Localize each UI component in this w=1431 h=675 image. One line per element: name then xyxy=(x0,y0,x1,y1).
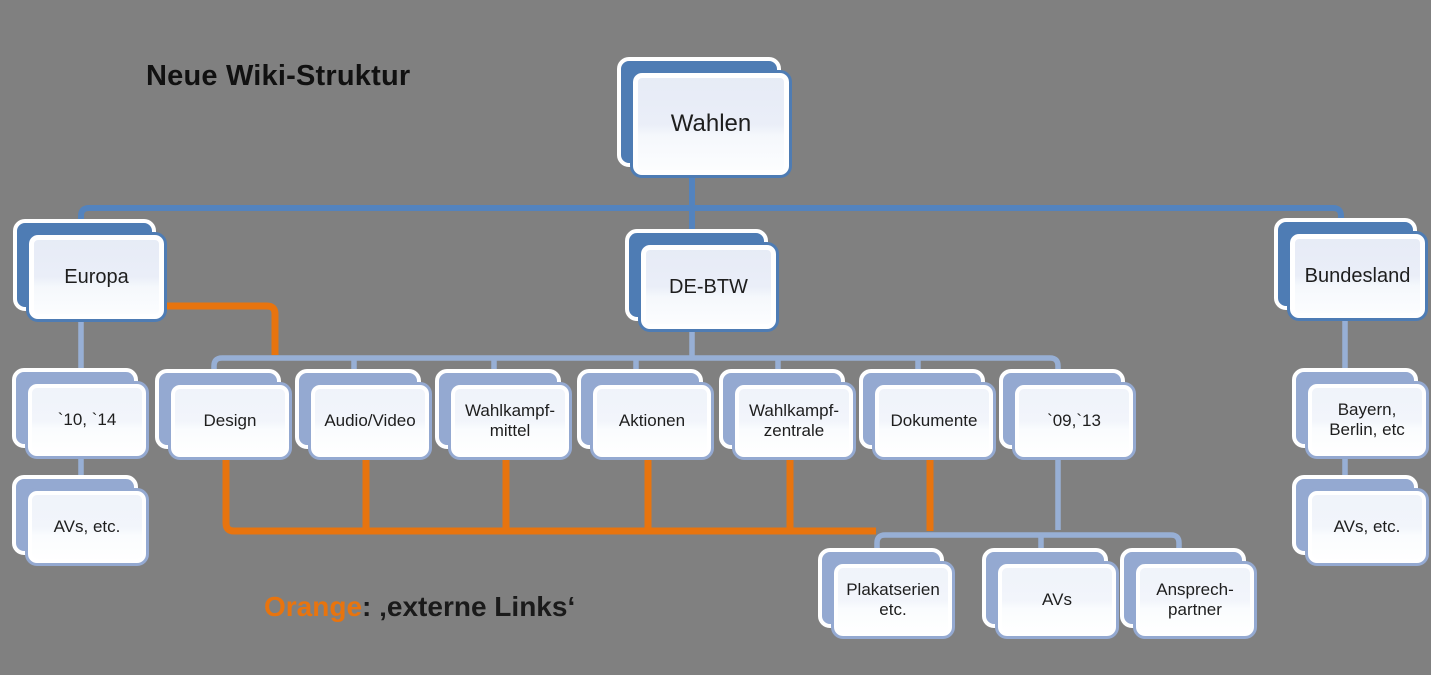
node-plakatserien[interactable]: Plakatserien etc. xyxy=(818,548,955,639)
node-label: AVs, etc. xyxy=(53,517,121,537)
node-ansprechpartner[interactable]: Ansprech- partner xyxy=(1120,548,1257,639)
node-face: Ansprech- partner xyxy=(1133,561,1257,639)
node-face: Bayern, Berlin, etc xyxy=(1305,381,1429,459)
node-dokumente[interactable]: Dokumente xyxy=(859,369,996,460)
node-face: AVs, etc. xyxy=(25,488,149,566)
node-wahlkampf-zentrale[interactable]: Wahlkampf- zentrale xyxy=(719,369,856,460)
node-label: Wahlkampf- zentrale xyxy=(748,401,840,440)
node-label: Design xyxy=(203,411,257,431)
node-face: Dokumente xyxy=(872,382,996,460)
node-label: Europa xyxy=(64,265,129,288)
node-label: `09,`13 xyxy=(1047,411,1101,431)
node-09-13[interactable]: `09,`13 xyxy=(999,369,1136,460)
node-face: AVs xyxy=(995,561,1119,639)
node-label: Bundesland xyxy=(1304,264,1411,287)
legend-orange-word: Orange xyxy=(264,591,363,622)
node-face: Europa xyxy=(26,232,167,322)
node-label: Aktionen xyxy=(618,411,686,431)
node-label: Bayern, Berlin, etc xyxy=(1329,400,1405,439)
node-europa[interactable]: Europa xyxy=(13,219,167,322)
node-avs-etc-left[interactable]: AVs, etc. xyxy=(12,475,149,566)
node-label: Dokumente xyxy=(890,411,978,431)
node-face: DE-BTW xyxy=(638,242,779,332)
node-de-btw[interactable]: DE-BTW xyxy=(625,229,779,332)
node-face: Wahlkampf- zentrale xyxy=(732,382,856,460)
node-face: Plakatserien etc. xyxy=(831,561,955,639)
node-bundesland[interactable]: Bundesland xyxy=(1274,218,1428,321)
node-label: DE-BTW xyxy=(669,275,748,298)
page-title: Neue Wiki-Struktur xyxy=(146,60,411,92)
node-face: Bundesland xyxy=(1287,231,1428,321)
node-label: AVs xyxy=(1042,590,1072,610)
node-design[interactable]: Design xyxy=(155,369,292,460)
node-label: Ansprech- partner xyxy=(1156,580,1234,619)
node-aktionen[interactable]: Aktionen xyxy=(577,369,714,460)
connector-orange-17 xyxy=(222,450,876,535)
legend-text: : ‚externe Links‘ xyxy=(362,591,576,622)
node-wahlkampf-mittel[interactable]: Wahlkampf- mittel xyxy=(435,369,572,460)
node-avs-etc-right[interactable]: AVs, etc. xyxy=(1292,475,1429,566)
connector-orange-16 xyxy=(160,302,279,355)
node-label: `10, `14 xyxy=(57,410,117,430)
node-face: Audio/Video xyxy=(308,382,432,460)
node-wahlen[interactable]: Wahlen xyxy=(617,57,792,178)
node-bayern-berlin[interactable]: Bayern, Berlin, etc xyxy=(1292,368,1429,459)
node-face: Wahlkampf- mittel xyxy=(448,382,572,460)
node-face: Aktionen xyxy=(590,382,714,460)
node-face: `10, `14 xyxy=(25,381,149,459)
node-label: Audio/Video xyxy=(324,411,416,431)
connector-dark-1 xyxy=(78,205,1344,242)
connector-light-14 xyxy=(874,532,1182,566)
node-face: AVs, etc. xyxy=(1305,488,1429,566)
node-face: Wahlen xyxy=(630,70,792,178)
node-face: `09,`13 xyxy=(1012,382,1136,460)
node-label: Wahlen xyxy=(670,110,752,138)
node-label: Plakatserien etc. xyxy=(846,580,940,619)
node-10-14[interactable]: `10, `14 xyxy=(12,368,149,459)
node-audio-video[interactable]: Audio/Video xyxy=(295,369,432,460)
legend: Orange: ‚externe Links‘ xyxy=(264,591,575,623)
node-label: AVs, etc. xyxy=(1333,517,1401,537)
node-label: Wahlkampf- mittel xyxy=(464,401,556,440)
node-avs-bottom[interactable]: AVs xyxy=(982,548,1119,639)
node-face: Design xyxy=(168,382,292,460)
